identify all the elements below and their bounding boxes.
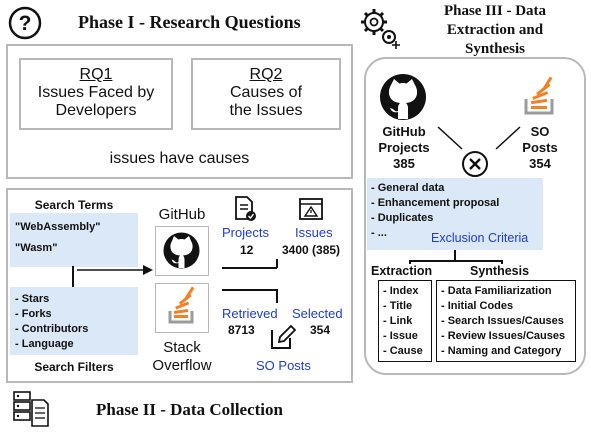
stackoverflow-icon (524, 77, 554, 115)
split-stem (454, 250, 456, 261)
p3-so-line2: Posts (522, 140, 558, 155)
github-label: GitHub (158, 206, 206, 223)
p3-github-line1: GitHub (382, 124, 426, 139)
rq1-id: RQ1 (79, 66, 113, 83)
exclusion-item: - ... (371, 227, 387, 239)
p3-github-value: 385 (393, 156, 415, 171)
extraction-list: - Index - Title - Link - Issue - Cause (378, 280, 432, 362)
extraction-item: - Index (383, 285, 419, 297)
pencil-icon (271, 324, 296, 349)
github-link-v (276, 259, 278, 268)
issue-window-icon (299, 198, 323, 220)
extraction-item: - Cause (383, 345, 423, 357)
merge-connectors (437, 126, 521, 150)
p3-so-line1: SO (530, 124, 550, 139)
split-bar (409, 260, 502, 262)
exclusion-item: - Enhancement proposal (371, 197, 500, 209)
stackoverflow-label: Stack Overflow (146, 339, 218, 375)
p3-github-caption: GitHub Projects 385 (370, 124, 438, 172)
so-posts-label: SO Posts (256, 358, 311, 373)
search-terms-panel: "WebAssembly" "Wasm" (10, 213, 138, 267)
phase3-title-line1: Phase III - Data (443, 3, 547, 19)
selected-value: 354 (310, 323, 331, 337)
exclude-icon (462, 151, 488, 177)
retrieved-label: Retrieved (222, 306, 278, 321)
exclusion-criteria-label: Exclusion Criteria (431, 231, 529, 245)
search-term-item: "Wasm" (15, 242, 58, 254)
gears-icon (361, 9, 400, 49)
issues-label: Issues (295, 225, 333, 240)
search-terms-heading: Search Terms (34, 198, 114, 212)
stackoverflow-label-line2: Overflow (152, 357, 212, 374)
phase2-title: Phase II - Data Collection (96, 400, 283, 419)
retrieved-value: 8713 (228, 323, 255, 337)
synthesis-heading: Synthesis (470, 264, 530, 278)
stackoverflow-label-line1: Stack (163, 339, 201, 356)
rq2-text-line2: the Issues (229, 102, 303, 119)
extraction-item: - Issue (383, 330, 418, 342)
synthesis-list: - Data Familiarization - Initial Codes -… (436, 280, 576, 362)
github-icon (380, 74, 426, 120)
split-left (409, 260, 411, 264)
synthesis-item: - Naming and Category (441, 345, 562, 357)
exclusion-item: - Duplicates (371, 212, 434, 224)
github-icon (163, 232, 200, 269)
phase3-title: Phase III - Data Extraction and Synthesi… (405, 2, 585, 59)
phase1-frame (6, 44, 353, 179)
svg-text:?: ? (19, 12, 32, 35)
exclusion-criteria-panel: - General data - Enhancement proposal - … (367, 178, 543, 250)
p3-so-caption: SO Posts 354 (510, 124, 570, 172)
stackoverflow-logo-frame (155, 283, 209, 333)
synthesis-item: - Search Issues/Causes (441, 315, 564, 327)
synthesis-item: - Data Familiarization (441, 285, 552, 297)
stackoverflow-icon (168, 286, 195, 324)
p3-so-value: 354 (529, 156, 551, 171)
search-filter-item: - Contributors (15, 323, 89, 335)
synthesis-item: - Initial Codes (441, 300, 514, 312)
p3-github-line2: Projects (378, 140, 430, 155)
phase3-title-line3: Synthesis (464, 41, 526, 57)
projects-label: Projects (222, 225, 269, 240)
github-link-h (222, 267, 277, 269)
rq2-id: RQ2 (249, 66, 283, 83)
rq1-text-line1: Issues Faced by (37, 84, 155, 101)
extraction-item: - Link (383, 315, 413, 327)
arrow-to-sources (77, 265, 153, 275)
document-check-icon (235, 196, 256, 221)
so-link-h (222, 289, 277, 291)
search-filter-item: - Forks (15, 308, 52, 320)
phase2-frame (6, 188, 353, 383)
search-filter-item: - Stars (15, 293, 50, 305)
connector-vertical (72, 266, 74, 287)
github-logo-frame (155, 226, 209, 276)
extraction-heading: Extraction (371, 264, 433, 278)
search-filters-heading: Search Filters (34, 360, 114, 374)
selected-label: Selected (292, 306, 343, 321)
issues-value: 3400 (385) (282, 243, 341, 257)
exclusion-item: - General data (371, 182, 445, 194)
extraction-item: - Title (383, 300, 413, 312)
rq1-text-line2: Developers (55, 102, 137, 119)
rq-relation: issues have causes (109, 150, 250, 167)
search-term-item: "WebAssembly" (15, 221, 101, 233)
split-right (501, 260, 503, 264)
server-docs-icon (13, 391, 49, 427)
question-icon: ? (8, 6, 42, 40)
search-filter-item: - Language (15, 338, 74, 350)
so-link-v (276, 289, 278, 303)
phase1-title: Phase I - Research Questions (78, 12, 301, 32)
phase3-title-line2: Extraction and (446, 22, 544, 38)
search-filters-panel: - Stars - Forks - Contributors - Languag… (10, 287, 138, 355)
synthesis-item: - Review Issues/Causes (441, 330, 566, 342)
rq1-box: RQ1 Issues Faced by Developers (19, 58, 173, 130)
rq2-text-line1: Causes of (229, 84, 303, 101)
phase3-frame (364, 57, 586, 375)
rq2-box: RQ2 Causes of the Issues (191, 58, 341, 130)
projects-value: 12 (240, 243, 254, 257)
